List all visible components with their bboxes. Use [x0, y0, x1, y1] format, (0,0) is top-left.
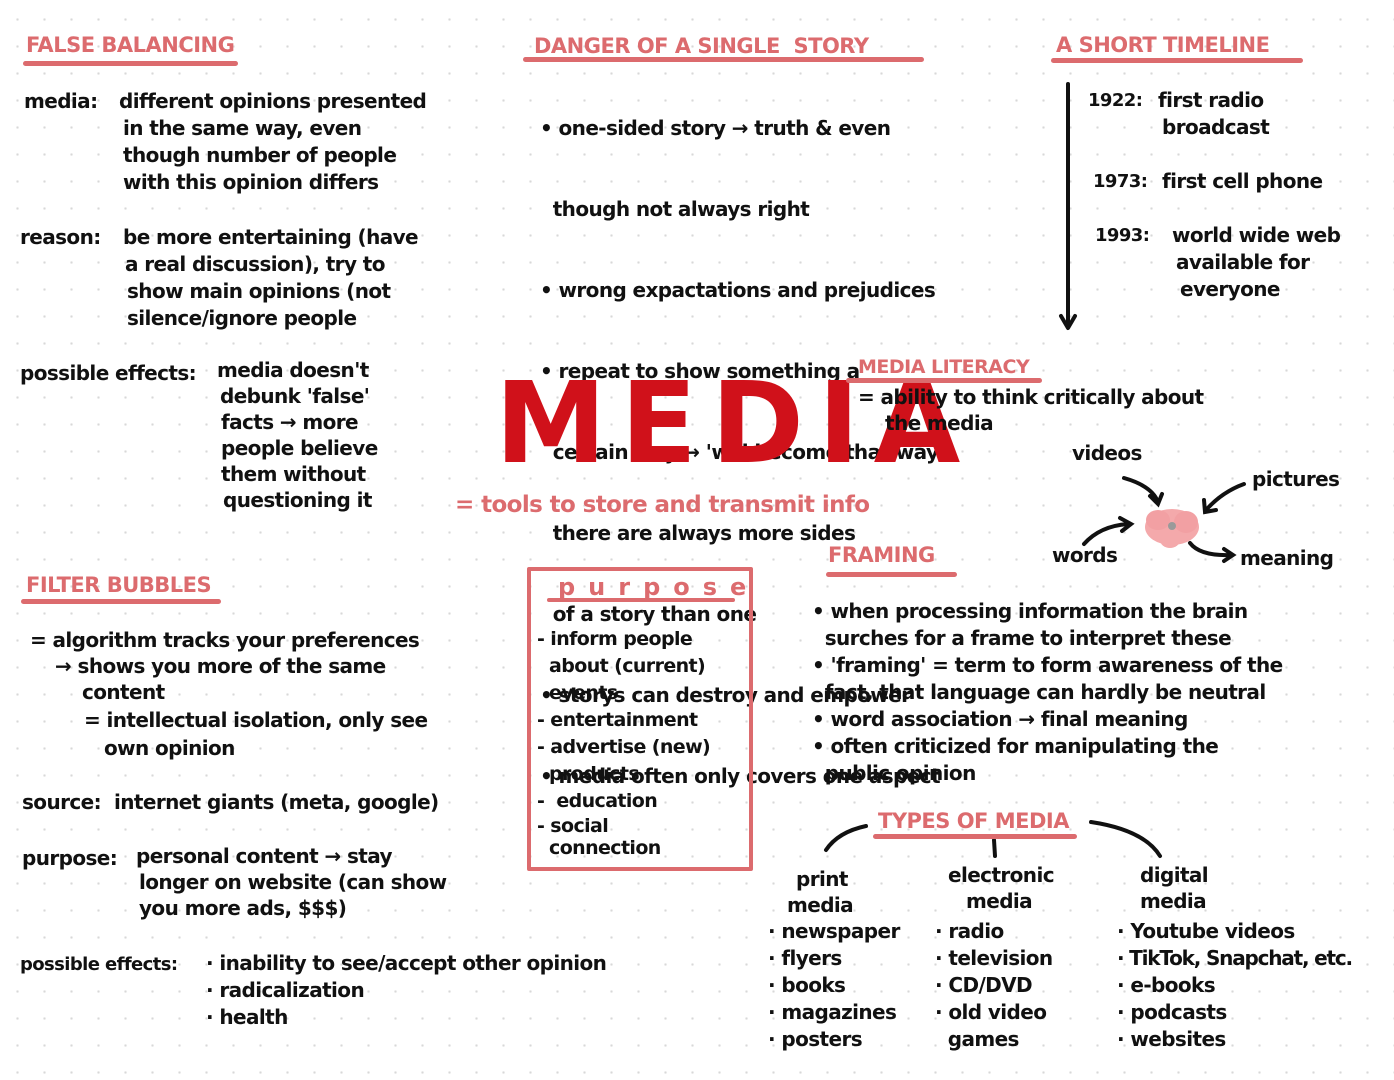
timeline-year-1922: 1922: — [1088, 90, 1143, 111]
filter-bubbles-source-text: internet giants (meta, google) — [114, 790, 439, 814]
false-balancing-effects-text: media doesn't debunk 'false' facts → mor… — [217, 358, 378, 512]
timeline-year-1993: 1993: — [1095, 225, 1150, 246]
filter-bubbles-purpose-label: purpose: — [22, 846, 118, 870]
filter-bubbles-def-4: = intellectual isolation, only see — [84, 708, 428, 732]
types-digital-title: digital media — [1140, 863, 1209, 913]
central-definition: = tools to store and transmit info — [455, 492, 870, 518]
brain-input-pictures: pictures — [1252, 467, 1340, 491]
purpose-heading: purpose — [558, 573, 760, 601]
false-balancing-reason-label: reason: — [20, 225, 101, 249]
single-story-list: • one-sided story → truth & even though … — [540, 116, 945, 788]
types-digital-list: · Youtube videos · TikTok, Snapchat, etc… — [1117, 919, 1353, 1051]
types-electronic-title: electronic media — [948, 863, 1055, 913]
filter-bubbles-def-2: → shows you more of the same — [55, 654, 386, 678]
filter-bubbles-purpose-text: personal content → stay longer on websit… — [136, 844, 447, 920]
types-of-media-heading: TYPES OF MEDIA — [878, 809, 1069, 833]
types-electronic-list: · radio · television · CD/DVD · old vide… — [935, 919, 1053, 1051]
timeline-event-1973: first cell phone — [1162, 169, 1323, 193]
types-print-title: print media — [787, 867, 854, 917]
purpose-list: - inform people about (current) events -… — [537, 628, 711, 859]
media-literacy-heading: MEDIA LITERACY — [858, 356, 1030, 378]
filter-bubbles-heading: FILTER BUBBLES — [26, 573, 212, 597]
false-balancing-effects-label: possible effects: — [20, 361, 197, 385]
heading-underline — [846, 378, 1042, 383]
false-balancing-media-label: media: — [24, 89, 98, 113]
framing-list: • when processing information the brain … — [812, 599, 1283, 785]
heading-underline — [873, 834, 1077, 839]
heading-underline — [826, 572, 957, 577]
filter-bubbles-def-3: content — [82, 680, 165, 704]
heading-underline — [1051, 58, 1303, 63]
false-balancing-reason-text: be more entertaining (have a real discus… — [123, 225, 419, 330]
brain-output-meaning: meaning — [1240, 546, 1334, 570]
central-title: MEDIA — [495, 359, 975, 489]
heading-underline — [547, 598, 735, 602]
heading-underline — [523, 57, 924, 62]
framing-heading: FRAMING — [828, 543, 935, 567]
filter-bubbles-effects-label: possible effects: — [20, 954, 178, 975]
timeline-event-1993: world wide web available for everyone — [1172, 223, 1341, 301]
false-balancing-media-text: different opinions presented in the same… — [119, 89, 427, 194]
filter-bubbles-def-5: own opinion — [104, 736, 235, 760]
single-story-heading: DANGER OF A SINGLE STORY — [534, 34, 869, 58]
media-literacy-text: = ability to think critically about the … — [858, 385, 1204, 435]
purpose-box — [527, 567, 753, 871]
timeline-year-1973: 1973: — [1093, 171, 1148, 192]
filter-bubbles-source-label: source: — [22, 790, 102, 814]
timeline-heading: A SHORT TIMELINE — [1056, 33, 1270, 57]
false-balancing-heading: FALSE BALANCING — [26, 33, 235, 57]
timeline-event-1922: first radio broadcast — [1158, 88, 1270, 139]
filter-bubbles-def-1: = algorithm tracks your preferences — [30, 628, 420, 652]
brain-input-words: words — [1052, 543, 1118, 567]
heading-underline — [21, 599, 221, 604]
brain-input-videos: videos — [1072, 441, 1142, 465]
heading-underline — [23, 61, 238, 66]
types-print-list: · newspaper · flyers · books · magazines… — [768, 919, 900, 1051]
filter-bubbles-effects-list: · inability to see/accept other opinion … — [206, 951, 607, 1029]
